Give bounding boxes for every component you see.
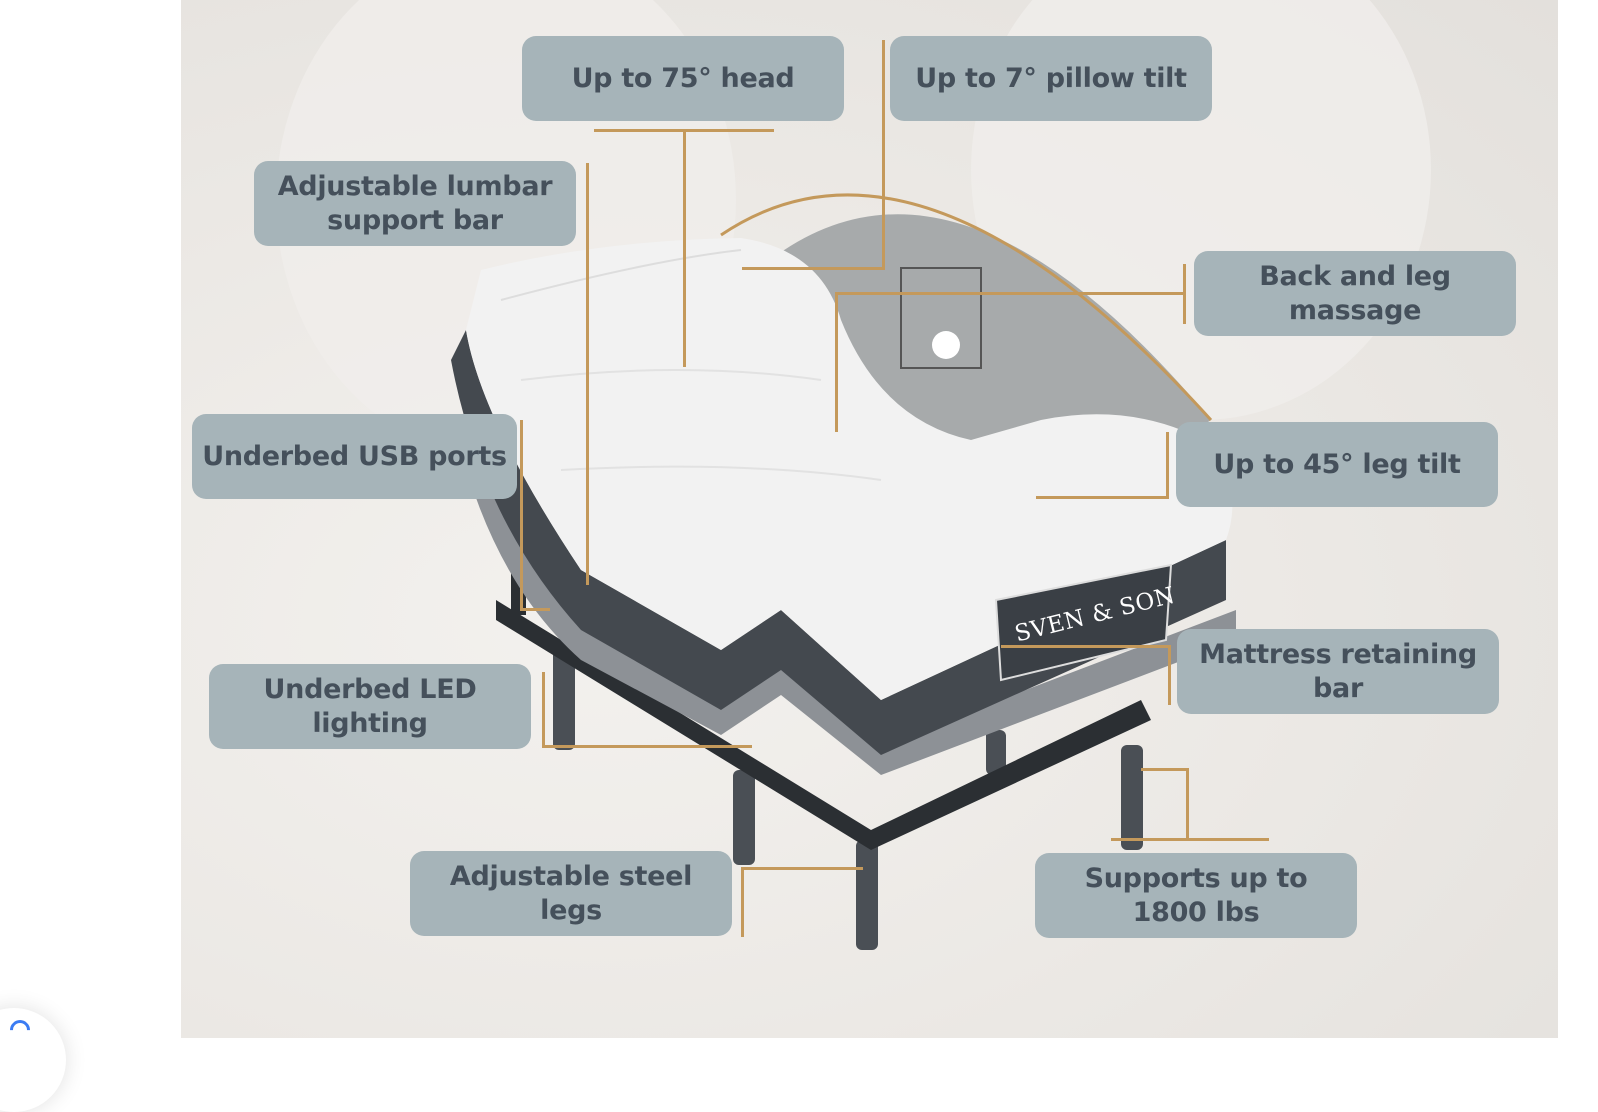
callout-line bbox=[1141, 768, 1188, 771]
callout-line bbox=[520, 608, 550, 611]
callout-line bbox=[542, 745, 752, 748]
callout-usb-ports: Underbed USB ports bbox=[192, 414, 517, 499]
callout-line bbox=[742, 267, 884, 270]
decor-lantern bbox=[900, 267, 982, 369]
callout-lumbar-support: Adjustable lumbar support bar bbox=[254, 161, 576, 246]
callout-line bbox=[741, 867, 863, 870]
callout-line bbox=[520, 420, 523, 610]
callout-line bbox=[1001, 645, 1171, 648]
callout-line bbox=[586, 163, 589, 585]
bed-base bbox=[456, 420, 1236, 775]
callout-led-lighting: Underbed LED lighting bbox=[209, 664, 531, 749]
callout-line bbox=[1183, 264, 1186, 324]
arch-outline bbox=[720, 193, 1213, 422]
mattress-top bbox=[466, 238, 1233, 700]
callout-line bbox=[1168, 645, 1171, 705]
assistant-icon bbox=[5, 1015, 35, 1045]
callout-capacity: Supports up to 1800 lbs bbox=[1035, 853, 1357, 938]
product-image: SVEN & SON Up to 75° head Up to 7° pillo… bbox=[181, 0, 1558, 1038]
callout-line bbox=[1186, 768, 1189, 838]
callout-head-angle: Up to 75° head bbox=[522, 36, 844, 121]
callout-line bbox=[882, 40, 885, 270]
bed-legs bbox=[553, 640, 1143, 950]
callout-line bbox=[1166, 432, 1169, 498]
brand-badge bbox=[994, 563, 1173, 682]
decor-plant bbox=[932, 331, 960, 359]
callout-line bbox=[1036, 496, 1169, 499]
callout-retaining-bar: Mattress retaining bar bbox=[1177, 629, 1499, 714]
callout-line bbox=[741, 867, 744, 937]
callout-leg-tilt: Up to 45° leg tilt bbox=[1176, 422, 1498, 507]
callout-line bbox=[1111, 838, 1269, 841]
bed-illustration bbox=[451, 193, 1236, 950]
floating-assistant-button[interactable] bbox=[0, 1008, 66, 1112]
callout-line bbox=[683, 129, 686, 367]
bed-frame bbox=[496, 600, 1151, 850]
callout-steel-legs: Adjustable steel legs bbox=[410, 851, 732, 936]
callout-line bbox=[835, 292, 838, 432]
callout-massage: Back and leg massage bbox=[1194, 251, 1516, 336]
callout-line bbox=[542, 672, 545, 748]
callout-pillow-tilt: Up to 7° pillow tilt bbox=[890, 36, 1212, 121]
callout-line bbox=[835, 292, 1185, 295]
